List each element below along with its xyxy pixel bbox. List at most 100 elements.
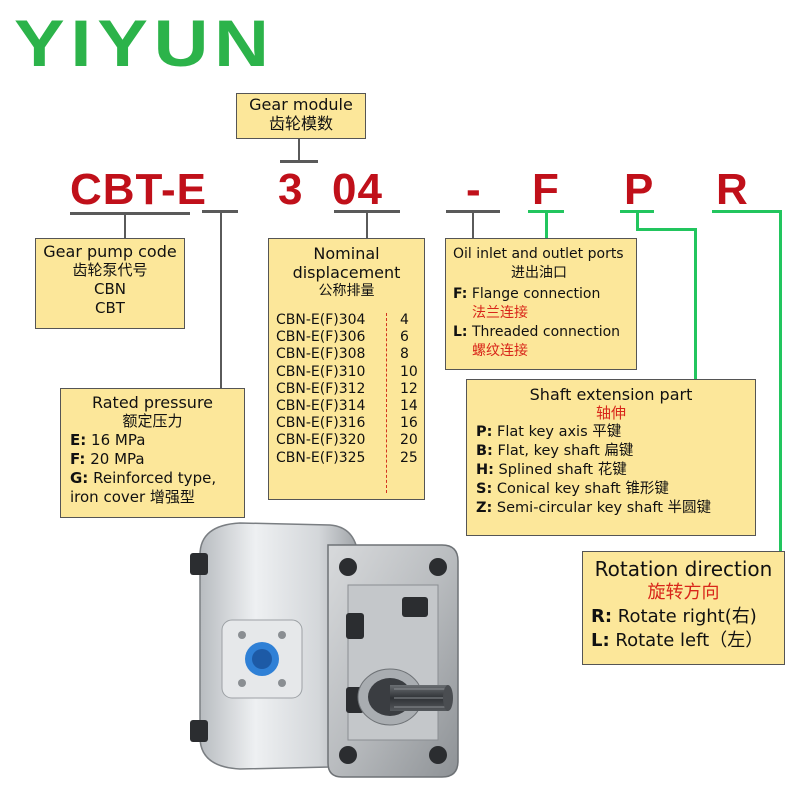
displacement-row: CBN-E(F)304 4 — [276, 312, 421, 329]
displacement-title-2: displacement — [292, 263, 401, 282]
displacement-row: CBN-E(F)308 8 — [276, 346, 421, 363]
pressure-e-text: 16 MPa — [91, 431, 146, 449]
code-pump-series: CBT-E — [70, 165, 207, 214]
rotation-connector — [779, 211, 782, 551]
shaft-p-text: Flat key axis 平键 — [497, 424, 622, 440]
displacement-model: CBN-E(F)310 — [276, 363, 366, 380]
pressure-connector — [220, 211, 222, 388]
pressure-f-text: 20 MPa — [90, 450, 145, 468]
shaft-type-connector-b — [636, 228, 696, 231]
pressure-zh: 额定压力 — [122, 412, 183, 430]
displacement-value: 8 — [400, 346, 409, 363]
pressure-g-text-2: iron cover 增强型 — [70, 488, 195, 506]
displacement-connector — [366, 211, 368, 238]
shaft-box: Shaft extension part 轴伸 P: Flat key axis… — [466, 379, 756, 536]
displacement-row: CBN-E(F)325 25 — [276, 450, 421, 467]
pressure-box: Rated pressure 额定压力 E: 16 MPa F: 20 MPa … — [60, 388, 245, 518]
displacement-value: 14 — [400, 397, 418, 414]
ports-l-label: L: — [453, 324, 468, 340]
ports-en: Oil inlet and outlet ports — [453, 246, 624, 262]
displacement-model: CBN-E(F)304 — [276, 312, 366, 328]
rotation-zh: 旋转方向 — [647, 582, 720, 603]
code-shaft-type: P — [624, 165, 655, 214]
pressure-g-text: Reinforced type, — [93, 469, 217, 487]
rotation-r-text: Rotate right(右) — [617, 606, 757, 627]
displacement-model: CBN-E(F)325 — [276, 449, 366, 466]
pump-code-connector — [124, 213, 126, 238]
displacement-row: CBN-E(F)310 10 — [276, 364, 421, 381]
ports-f-label: F: — [453, 286, 468, 302]
displacement-value: 10 — [400, 363, 418, 380]
displacement-value: 20 — [400, 432, 418, 449]
shaft-z-label: Z: — [476, 500, 493, 516]
gear-module-en: Gear module — [249, 95, 353, 114]
shaft-h-text: Splined shaft 花键 — [498, 462, 627, 478]
gear-module-underline — [280, 160, 318, 163]
ports-l-zh: 螺纹连接 — [472, 343, 528, 359]
shaft-z-text: Semi-circular key shaft 半圆键 — [496, 500, 711, 516]
code-separator: - — [466, 165, 482, 214]
rotation-box: Rotation direction 旋转方向 R: Rotate right(… — [582, 551, 785, 665]
pressure-g-label: G: — [70, 469, 89, 487]
pump-code-box: Gear pump code 齿轮泵代号 CBN CBT — [35, 238, 185, 329]
displacement-model: CBN-E(F)312 — [276, 380, 366, 397]
pump-code-zh: 齿轮泵代号 — [72, 261, 148, 279]
displacement-value: 6 — [400, 329, 409, 346]
pressure-f-label: F: — [70, 450, 86, 468]
shaft-zh: 轴伸 — [595, 404, 626, 422]
displacement-value: 4 — [400, 312, 409, 328]
ports-f-text: Flange connection — [471, 286, 601, 302]
displacement-box: Nominal displacement 公称排量 CBN-E(F)304 4 C… — [268, 238, 425, 500]
displacement-row: CBN-E(F)320 20 — [276, 432, 421, 449]
rotation-en: Rotation direction — [594, 557, 773, 581]
displacement-row: CBN-E(F)314 14 — [276, 398, 421, 415]
code-gear-module: 3 — [278, 165, 304, 214]
pump-code-en: Gear pump code — [43, 242, 177, 261]
shaft-s-text: Conical key shaft 锥形键 — [496, 481, 669, 497]
ports-f-zh: 法兰连接 — [472, 305, 528, 321]
pump-code-cbt: CBT — [95, 299, 125, 317]
displacement-row: CBN-E(F)312 12 — [276, 381, 421, 398]
displacement-value: 16 — [400, 415, 418, 432]
pressure-e-label: E: — [70, 431, 87, 449]
gear-pump-illustration — [190, 522, 459, 778]
displacement-divider — [386, 313, 387, 493]
displacement-model: CBN-E(F)314 — [276, 397, 366, 414]
displacement-model: CBN-E(F)320 — [276, 432, 366, 449]
rotation-l-label: L: — [591, 630, 610, 651]
shaft-type-connector-a — [636, 211, 639, 229]
shaft-h-label: H: — [476, 462, 494, 478]
displacement-title-1: Nominal — [313, 244, 380, 263]
displacement-model: CBN-E(F)316 — [276, 415, 366, 432]
pressure-en: Rated pressure — [91, 393, 214, 412]
gear-module-box: Gear module 齿轮模数 — [236, 93, 366, 139]
pump-code-underline — [70, 212, 190, 215]
displacement-value: 25 — [400, 449, 418, 466]
shaft-s-label: S: — [476, 481, 493, 497]
rotation-r-label: R: — [591, 606, 613, 627]
code-port-type: F — [532, 165, 560, 214]
shaft-b-label: B: — [476, 443, 493, 459]
ports-zh: 进出油口 — [511, 265, 567, 281]
separator-connector — [472, 211, 474, 238]
shaft-b-text: Flat, key shaft 扁键 — [497, 443, 634, 459]
ports-box: Oil inlet and outlet ports 进出油口 F: Flang… — [445, 238, 637, 370]
code-rotation: R — [716, 165, 749, 214]
pump-code-cbn: CBN — [94, 280, 126, 298]
displacement-value: 12 — [400, 380, 418, 397]
code-displacement: 04 — [332, 165, 383, 214]
displacement-row: CBN-E(F)316 16 — [276, 415, 421, 432]
rotation-l-text: Rotate left（左） — [615, 630, 764, 651]
brand-logo: YIYUN — [14, 6, 275, 80]
shaft-type-connector-c — [694, 228, 697, 379]
shaft-p-label: P: — [476, 424, 493, 440]
ports-l-text: Threaded connection — [471, 324, 621, 340]
gear-module-connector — [298, 139, 300, 161]
port-type-connector — [545, 211, 548, 238]
gear-module-zh: 齿轮模数 — [268, 114, 333, 133]
displacement-model: CBN-E(F)308 — [276, 346, 366, 363]
shaft-en: Shaft extension part — [529, 385, 693, 404]
displacement-zh: 公称排量 — [318, 283, 375, 299]
